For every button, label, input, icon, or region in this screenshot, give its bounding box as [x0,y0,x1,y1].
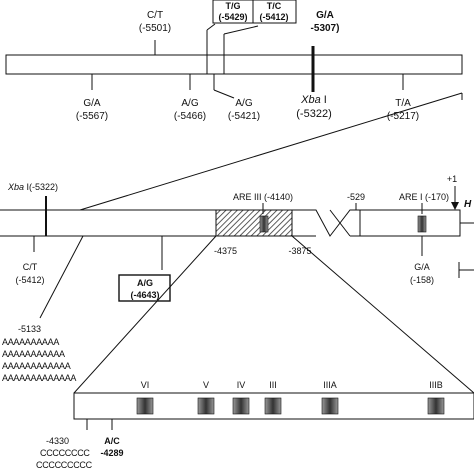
label-left-region: -4375 [214,246,237,256]
top-label-g-a: G/A [316,10,334,21]
bottom-label-a-g-2: A/G [235,98,252,109]
element-box-iiib [427,397,445,415]
xba-label-top-pos: (-5322) [296,108,331,120]
mid-label-c-t: C/T [23,262,38,272]
right-segment [359,209,461,237]
plus1-arrow-head [451,202,459,210]
top-label-g-a-pos: -5307) [311,23,340,34]
boxed-label-t-c: T/C [267,1,282,11]
polya-row-2: AAAAAAAAAAA [2,349,65,359]
bottom-label-g-a: G/A [83,98,101,109]
element-box-v [197,397,215,415]
boxed-snp-frame [212,0,297,24]
are3-label: ARE III (-4140) [233,192,293,202]
are3-box [259,215,269,233]
top-track-bar [5,54,463,75]
bottom-label-a-g-2-pos: (-5421) [228,111,260,122]
xba-label-top: Xba I [300,94,327,106]
hatched-region [215,209,293,237]
label-right-region: -3875 [288,246,311,256]
xba-label-middle: Xba I(-5322) [7,182,58,192]
c-row-1: CCCCCCCC [40,448,90,458]
ac-pos: -4289 [100,448,123,458]
element-label-iv: IV [237,380,246,390]
element-box-iiia [321,397,339,415]
bottom-label-t-a: T/A [395,98,411,109]
polya-row-3: AAAAAAAAAAAA [2,361,71,371]
mid-label-c-t-pos: (-5412) [15,275,44,285]
break-zigzag [292,209,360,237]
ag-boxed-label: A/G (-4643) [118,274,171,302]
top-label-c-t-pos: (-5501) [139,23,171,34]
bottom-label-a-g-1: A/G [181,98,198,109]
element-box-iii [264,397,282,415]
label-minus529: -529 [347,192,365,202]
boxed-snp-group: T/G (-5429) T/C (-5412) [212,0,297,24]
are1-box [417,215,427,233]
bottom-label-a-g-1-pos: (-5466) [174,111,206,122]
middle-track: Xba I(-5322) ARE III (-4140) ARE I (-170… [0,174,474,302]
label-plus1: +1 [447,174,457,184]
mid-label-g-a-pos: (-158) [410,275,434,285]
are1-label: ARE I (-170) [399,192,449,202]
expansion-bottom-right [291,235,474,394]
element-box-vi [136,397,154,415]
tick-top-t-c-5412-leader [223,25,259,35]
ag-box-allele: A/G [137,278,153,288]
top-label-c-t: C/T [147,10,163,21]
break-slant [329,209,351,237]
bottom-track: VI V IV III IIIA IIIB -4330 CCCCCCCC CCC… [36,380,474,470]
element-label-iii: III [269,380,277,390]
expansion-bottom-left [73,235,217,394]
boxed-label-t-g: T/G [226,1,241,11]
element-box-iv [232,397,250,415]
ac-allele: A/C [104,436,120,446]
top-track: C/T (-5501) G/A -5307) T/G (-5429) T/C (… [5,0,463,122]
element-label-iiia: IIIA [323,380,337,390]
boxed-label-t-c-pos: (-5412) [259,12,288,22]
polya-leader [39,235,84,319]
polya-row-4: AAAAAAAAAAAAA [2,373,76,383]
c-row-2: CCCCCCCCC [36,460,93,470]
cut-label-h: H [464,199,472,210]
mid-label-g-a: G/A [414,262,430,272]
bottom-label-g-a-pos: (-5567) [76,111,108,122]
expansion-line-1 [79,92,463,211]
bottom-label-t-a-pos: (-5217) [387,111,419,122]
element-label-iiib: IIIB [429,380,443,390]
bottom-left-pos: -4330 [46,436,69,446]
ag-box-pos: (-4643) [130,290,159,300]
polya-row-1: AAAAAAAAAA [2,337,59,347]
leader-a-g-5421 [213,89,235,99]
tick-top-t-g-5429-leader [206,23,216,31]
element-label-v: V [203,380,209,390]
element-label-vi: VI [141,380,150,390]
boxed-label-t-g-pos: (-5429) [218,12,247,22]
poly-a-block: -5133 AAAAAAAAAA AAAAAAAAAAA AAAAAAAAAAA… [2,324,77,383]
polya-pos: -5133 [18,324,41,334]
